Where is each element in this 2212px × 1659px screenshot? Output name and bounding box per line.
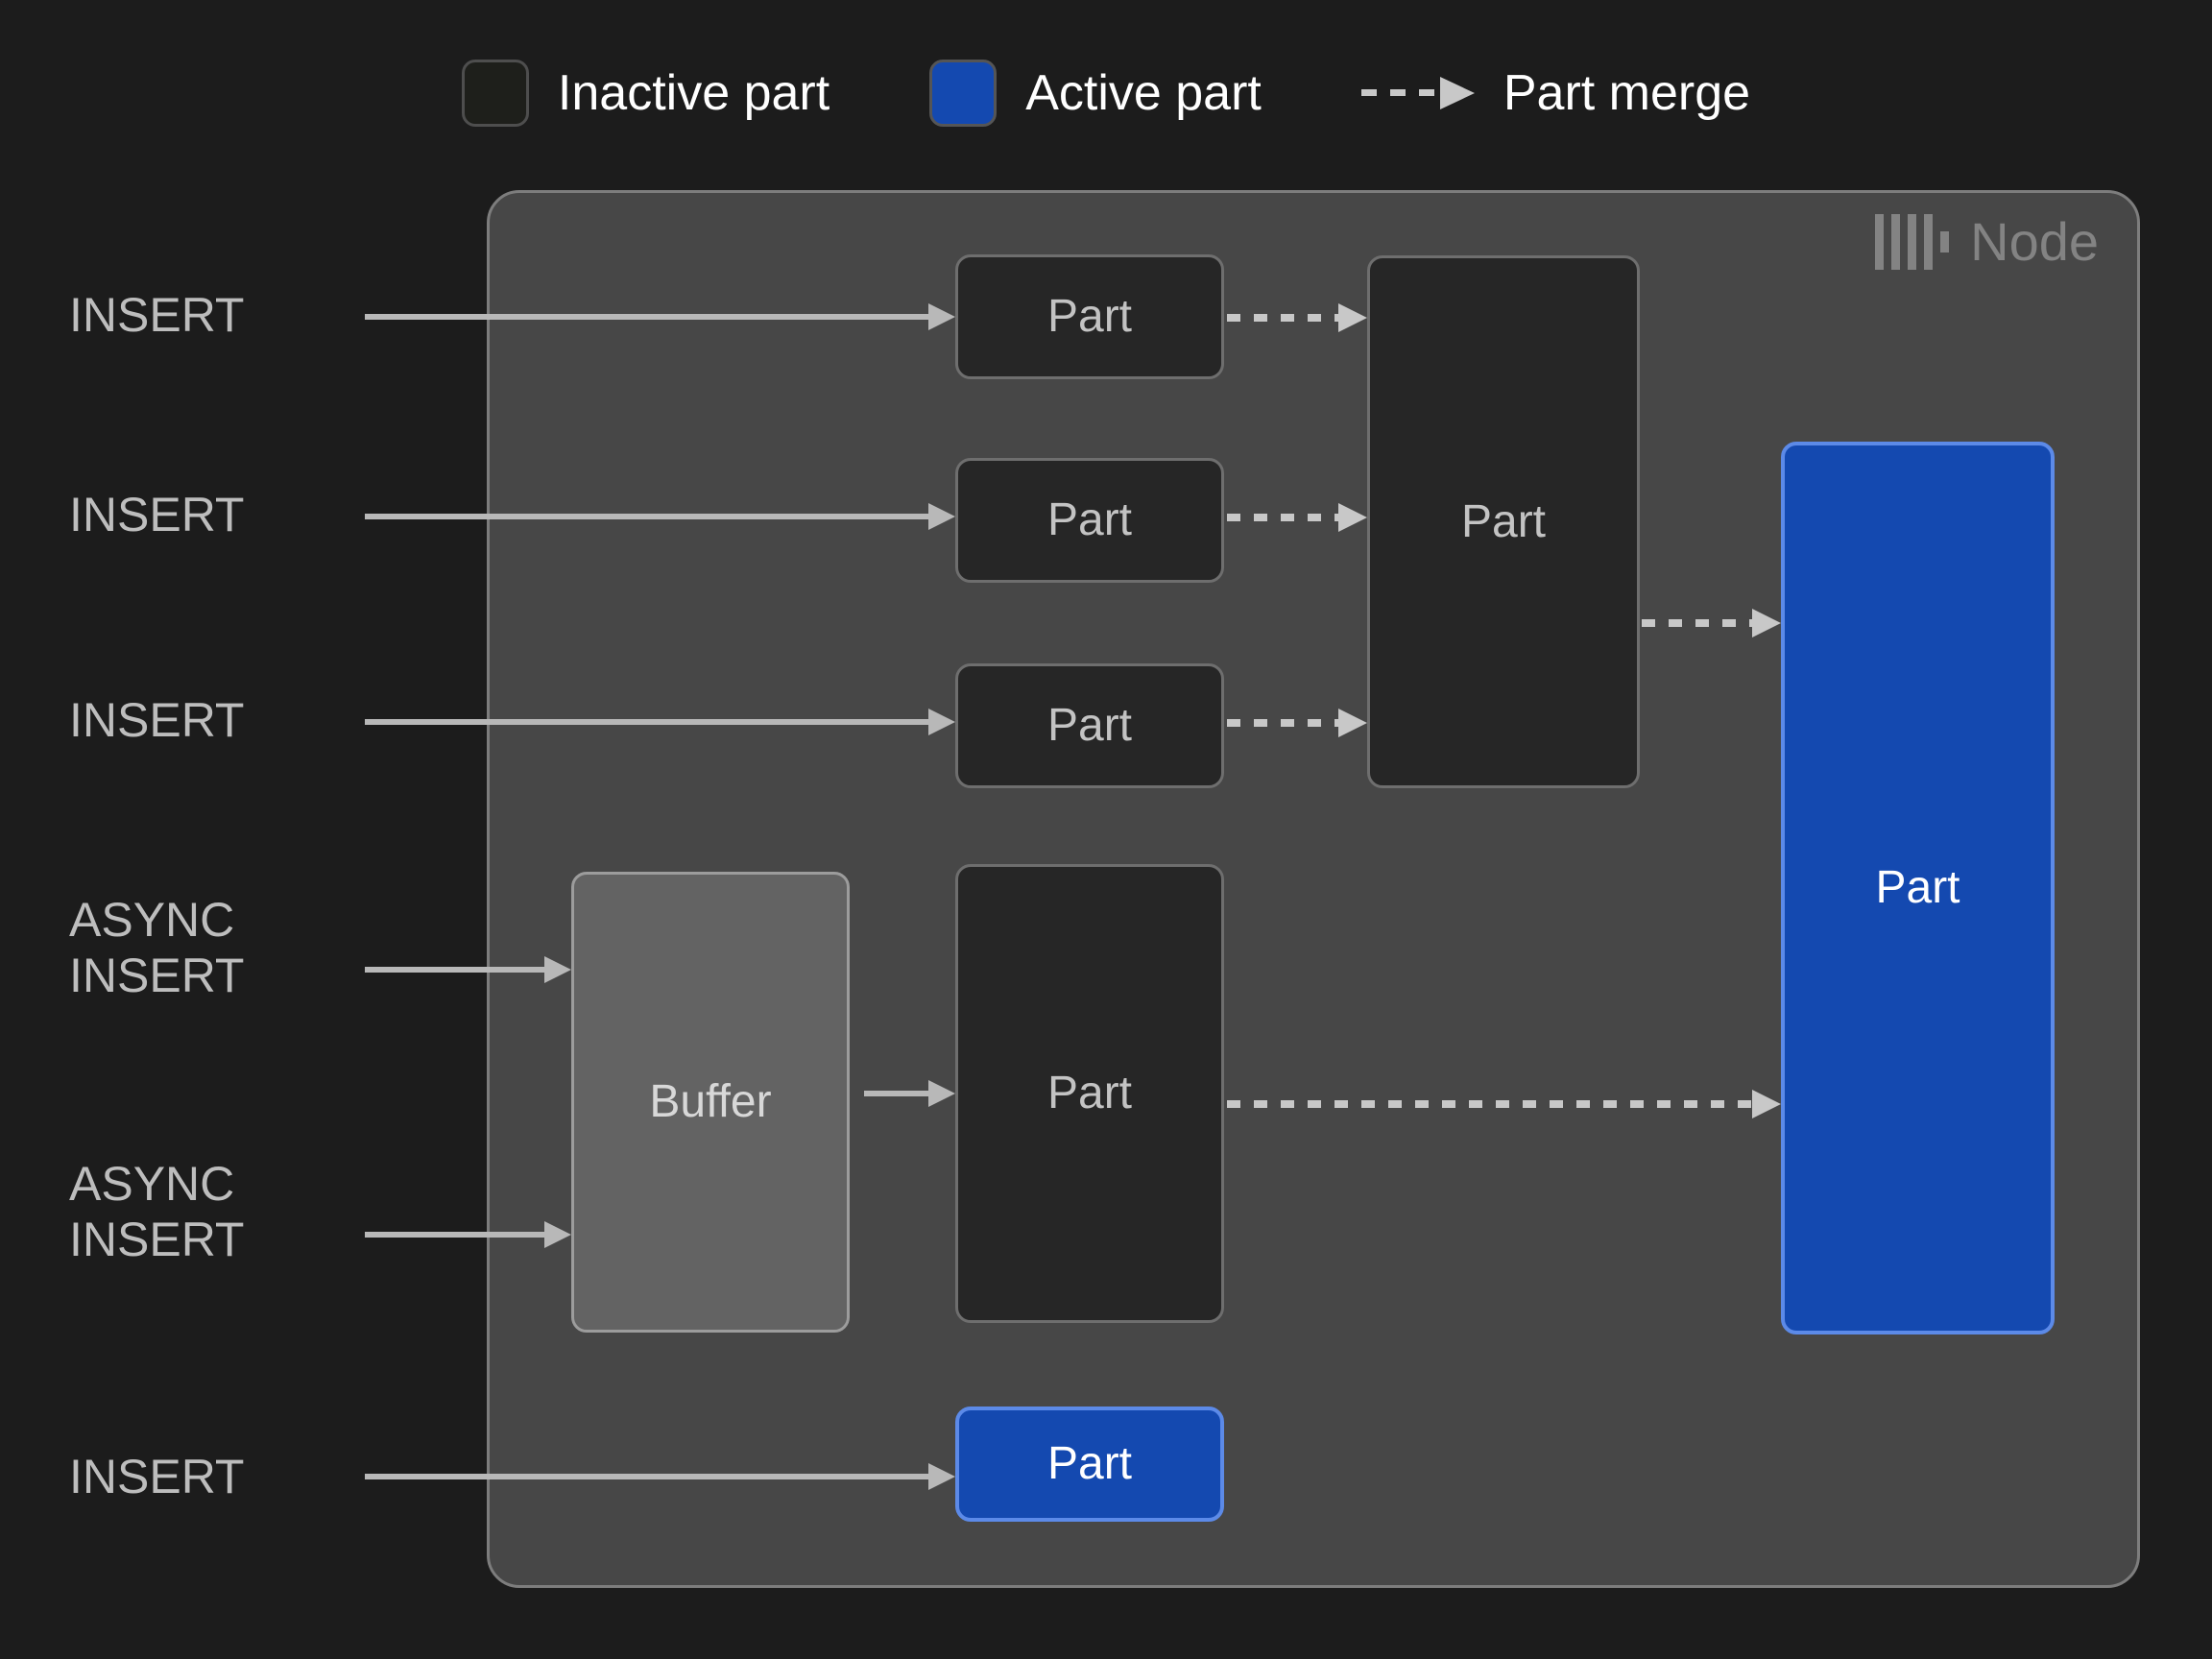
connector-insert-1-to-part [365, 303, 955, 330]
legend-item-inactive-part: Inactive part [461, 60, 830, 127]
source-label-async-insert-1: ASYNC INSERT [69, 893, 245, 1002]
part-box-merged[interactable]: Part [1367, 255, 1640, 788]
legend: Inactive part Active part Part merge [0, 40, 2212, 146]
connector-insert-2-to-part [365, 503, 955, 530]
source-label-insert-3: INSERT [69, 693, 245, 747]
legend-item-part-merge: Part merge [1360, 65, 1751, 121]
clickhouse-logo-icon [1875, 214, 1950, 270]
connector-async-insert-1-to-buffer [365, 956, 571, 983]
merge-connector-async-to-final [1227, 1090, 1781, 1118]
node-badge: Node [1875, 214, 2099, 270]
part-box-label: Part [1046, 1068, 1133, 1118]
part-box-label: Part [1046, 1438, 1133, 1489]
source-label-async-insert-2: ASYNC INSERT [69, 1157, 245, 1266]
merge-connector-part-2 [1227, 503, 1367, 532]
square-swatch-icon [929, 60, 998, 127]
part-box-label: Part [1046, 700, 1133, 751]
connector-insert-4-to-part [365, 1463, 955, 1490]
part-box-async[interactable]: Part [955, 864, 1224, 1323]
part-box-final-active[interactable]: Part [1781, 442, 2055, 1334]
source-label-insert-1: INSERT [69, 288, 245, 342]
legend-label-part-merge: Part merge [1503, 65, 1751, 121]
part-box-label: Part [1460, 495, 1547, 547]
part-box-row-2[interactable]: Part [955, 458, 1224, 583]
part-box-label: Part [1046, 494, 1133, 545]
merge-connector-merged-to-final [1642, 609, 1781, 637]
source-label-insert-4: INSERT [69, 1450, 245, 1503]
part-box-row-3[interactable]: Part [955, 663, 1224, 788]
legend-item-active-part: Active part [929, 60, 1262, 127]
source-label-insert-2: INSERT [69, 488, 245, 541]
connector-buffer-to-part-async [864, 1080, 955, 1107]
legend-label-inactive-part: Inactive part [557, 65, 830, 121]
merge-connector-part-1 [1227, 303, 1367, 332]
square-swatch-icon [461, 60, 529, 127]
connector-insert-3-to-part [365, 709, 955, 735]
buffer-box[interactable]: Buffer [571, 872, 850, 1333]
connector-async-insert-2-to-buffer [365, 1221, 571, 1248]
part-box-label: Part [1046, 291, 1133, 342]
part-box-row-1[interactable]: Part [955, 254, 1224, 379]
merge-connector-part-3 [1227, 709, 1367, 737]
part-box-label: Part [1875, 862, 1960, 913]
part-box-direct-active[interactable]: Part [955, 1407, 1224, 1522]
buffer-box-label: Buffer [649, 1076, 772, 1127]
node-title: Node [1970, 211, 2099, 272]
legend-label-active-part: Active part [1025, 65, 1262, 121]
dashed-arrow-icon [1360, 77, 1475, 109]
